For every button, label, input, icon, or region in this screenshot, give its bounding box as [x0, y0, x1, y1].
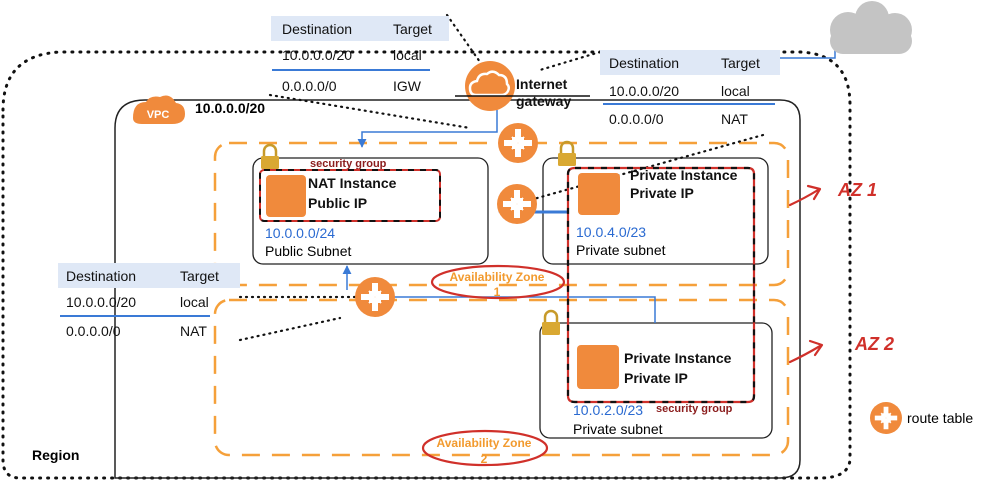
svg-text:0.0.0.0/0: 0.0.0.0/0: [609, 111, 664, 127]
svg-text:IGW: IGW: [393, 78, 422, 94]
legend: route table: [870, 402, 973, 434]
svg-text:local: local: [180, 294, 209, 310]
route-table-left: Destination Target 10.0.0.0/20 local 0.0…: [58, 263, 240, 339]
nat-instance-icon: [266, 175, 306, 217]
private-subnet-2-cidr: 10.0.2.0/23: [573, 402, 643, 418]
vpc-badge: VPC: [133, 95, 185, 124]
internet-gateway-label: gateway: [516, 93, 571, 109]
annotation-ellipse: [421, 429, 549, 467]
router-icon: [497, 184, 537, 224]
router-icon: [355, 277, 395, 317]
router-icon: [498, 123, 538, 163]
route-table-right: Destination Target 10.0.0.0/20 local 0.0…: [600, 50, 780, 127]
private-instance-2-ip-label: Private IP: [624, 370, 688, 386]
svg-text:NAT: NAT: [721, 111, 748, 127]
internet-gateway-label: Internet: [516, 76, 568, 92]
svg-text:10.0.0.0/20: 10.0.0.0/20: [609, 83, 679, 99]
region-border: [1, 50, 852, 480]
svg-text:10.0.0.0/20: 10.0.0.0/20: [282, 47, 352, 63]
svg-text:10.0.0.0/20: 10.0.0.0/20: [66, 294, 136, 310]
svg-text:0.0.0.0/0: 0.0.0.0/0: [282, 78, 337, 94]
lock-icon: [556, 140, 578, 168]
svg-text:Target: Target: [180, 268, 219, 284]
vpc-border: [114, 99, 801, 479]
svg-text:local: local: [393, 47, 422, 63]
svg-text:Destination: Destination: [282, 21, 352, 37]
public-subnet-cidr: 10.0.0.0/24: [265, 225, 335, 241]
availability-zone-2-label: Availability Zone: [437, 436, 532, 450]
availability-zone-1-label: Availability Zone: [450, 270, 545, 284]
security-group-label: security group: [656, 403, 733, 415]
security-group-label: security group: [310, 158, 387, 170]
private-subnet-2-name: Private subnet: [573, 421, 663, 437]
private-instance-1-icon: [578, 173, 620, 215]
svg-text:Destination: Destination: [66, 268, 136, 284]
svg-text:VPC: VPC: [147, 109, 170, 121]
private-instance-1-ip-label: Private IP: [630, 185, 694, 201]
svg-text:NAT: NAT: [180, 323, 207, 339]
availability-zone-2-number: 2: [481, 452, 488, 466]
svg-text:Destination: Destination: [609, 55, 679, 71]
svg-text:AZ 1: AZ 1: [837, 180, 877, 200]
svg-text:Target: Target: [721, 55, 760, 71]
lock-icon: [259, 143, 281, 171]
private-subnet-1-cidr: 10.0.4.0/23: [576, 224, 646, 240]
public-subnet-box: [252, 157, 489, 265]
route-table-top: Destination Target 10.0.0.0/20 local 0.0…: [271, 16, 449, 94]
vpc-cidr: 10.0.0.0/20: [195, 100, 265, 116]
public-subnet-name: Public Subnet: [265, 243, 352, 259]
private-subnet-2-box: [539, 322, 773, 439]
private-security-group-border: [566, 166, 756, 404]
private-instance-2-icon: [577, 345, 619, 389]
legend-route-table-label: route table: [907, 410, 973, 426]
internet-cloud-icon: [830, 1, 912, 54]
availability-zone-2-box: [213, 298, 790, 457]
svg-text:AZ 2: AZ 2: [854, 334, 894, 354]
annotation-ellipse: [430, 264, 566, 300]
private-subnet-1-name: Private subnet: [576, 242, 666, 258]
availability-zone-1-number: 1: [494, 285, 501, 299]
router-icon: [870, 402, 902, 434]
svg-text:Target: Target: [393, 21, 432, 37]
az1-annotation: AZ 1: [788, 180, 877, 207]
security-group-border: [259, 169, 441, 222]
lock-icon: [540, 309, 562, 337]
internet-gateway-icon: [465, 61, 515, 111]
az2-annotation: AZ 2: [788, 334, 894, 364]
svg-text:local: local: [721, 83, 750, 99]
svg-text:0.0.0.0/0: 0.0.0.0/0: [66, 323, 121, 339]
region-label: Region: [32, 447, 79, 463]
nat-instance-ip-label: Public IP: [308, 195, 367, 211]
nat-instance-label: NAT Instance: [308, 175, 397, 191]
private-instance-2-label: Private Instance: [624, 350, 732, 366]
private-instance-1-label: Private Instance: [630, 167, 738, 183]
